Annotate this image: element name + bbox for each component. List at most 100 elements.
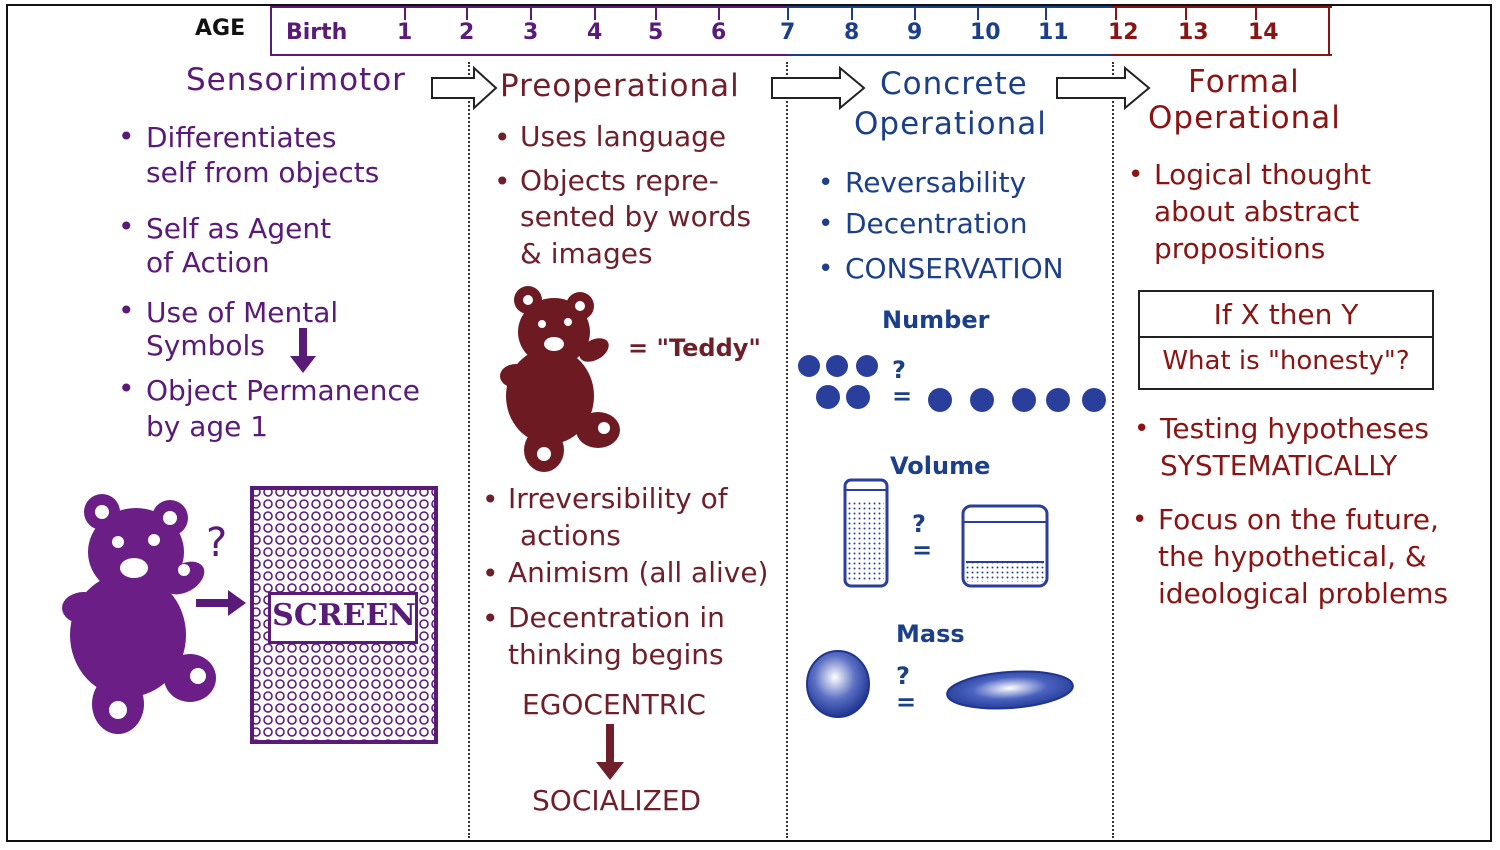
timeline-tick-label: 7 [780, 20, 796, 45]
number-dot [816, 385, 840, 409]
sensorimotor-bullet-4a: Object Permanence [146, 374, 420, 407]
sensorimotor-bullet-3b: Symbols [146, 329, 265, 362]
mass-equals: = [896, 688, 917, 716]
bullet-icon: • [118, 120, 135, 153]
number-dot [970, 388, 994, 412]
formal-bullet-2b: SYSTEMATICALLY [1160, 449, 1398, 482]
timeline-tick [655, 8, 657, 20]
bullet-icon: • [494, 121, 511, 154]
arrow-down-icon [596, 724, 624, 780]
wide-glass-icon [961, 504, 1049, 588]
divider-1 [468, 62, 470, 838]
formal-box-line2: What is "honesty"? [1162, 346, 1410, 376]
screen-label: SCREEN [272, 598, 416, 633]
timeline-tick [466, 8, 468, 20]
formal-title-line1: Formal [1188, 64, 1300, 100]
formal-examples-box [1138, 290, 1434, 390]
formal-bullet-2a: Testing hypotheses [1160, 412, 1429, 445]
timeline-tick-label: 5 [648, 20, 664, 45]
number-dot [1012, 388, 1036, 412]
timeline-tick [718, 8, 720, 20]
formal-box-divider [1140, 336, 1432, 338]
bullet-icon: • [482, 557, 499, 590]
number-dot [1082, 388, 1106, 412]
timeline-tick [914, 8, 916, 20]
flattened-clay-icon [946, 670, 1074, 710]
bullet-icon: • [818, 209, 834, 239]
preoperational-bullet-5b: thinking begins [508, 638, 724, 671]
timeline-tick-label: Birth [286, 20, 348, 45]
preoperational-bullet-3b: actions [520, 519, 621, 552]
timeline-tick-label: 14 [1248, 20, 1279, 45]
age-label: AGE [195, 16, 246, 41]
number-question: ? [892, 356, 906, 384]
timeline-tick-label: 2 [459, 20, 475, 45]
number-dot [826, 355, 848, 377]
sensorimotor-title: Sensorimotor [186, 62, 406, 98]
timeline-tick-label: 10 [970, 20, 1001, 45]
sensorimotor-bullet-3a: Use of Mental [146, 296, 339, 329]
timeline-tick-label: 9 [907, 20, 923, 45]
timeline-tick-label: 1 [397, 20, 413, 45]
arrow-down-icon [290, 328, 316, 373]
timeline-tick-label: 13 [1178, 20, 1209, 45]
preoperational-bullet-4: Animism (all alive) [508, 556, 769, 589]
timeline-tick [787, 8, 789, 20]
teddy-label: = "Teddy" [628, 334, 761, 362]
timeline-tick-label: 12 [1108, 20, 1139, 45]
bullet-icon: • [1132, 505, 1148, 535]
divider-2 [786, 62, 788, 838]
preoperational-title: Preoperational [500, 68, 740, 104]
divider-3 [1112, 62, 1114, 838]
socialized-label: SOCIALIZED [532, 784, 702, 817]
formal-title-line2: Operational [1148, 100, 1341, 136]
bullet-icon: • [482, 602, 499, 635]
timeline-tick [1185, 8, 1187, 20]
number-dot [846, 385, 870, 409]
timeline-tick-label: 3 [523, 20, 539, 45]
teddy-bear-icon [500, 286, 620, 472]
volume-question: ? [912, 510, 926, 538]
preoperational-bullet-5a: Decentration in [508, 601, 725, 634]
number-dot [1046, 388, 1070, 412]
egocentric-label: EGOCENTRIC [522, 688, 706, 721]
formal-bullet-3b: the hypothetical, & [1158, 540, 1427, 573]
sensorimotor-bullet-1b: self from objects [146, 156, 380, 189]
bullet-icon: • [818, 254, 834, 284]
bullet-icon: • [482, 483, 499, 516]
concrete-bullet-2: Decentration [845, 207, 1028, 240]
sensorimotor-bullet-4b: by age 1 [146, 410, 269, 443]
concrete-bullet-1: Reversability [845, 166, 1027, 199]
volume-equals: = [912, 536, 933, 564]
timeline-tick-label: 6 [711, 20, 727, 45]
sensorimotor-question: ? [206, 520, 228, 566]
arrow-right-icon [431, 66, 498, 110]
timeline-tick [1115, 8, 1117, 20]
timeline-tick [404, 8, 406, 20]
teddy-bear-icon [62, 494, 216, 734]
concrete-title-line1: Concrete [880, 66, 1028, 102]
sensorimotor-bullet-2b: of Action [146, 246, 270, 279]
bullet-icon: • [494, 165, 511, 198]
clay-ball-icon [806, 650, 870, 718]
formal-box-line1: If X then Y [1213, 298, 1359, 331]
screen-label-box [268, 592, 418, 644]
number-dot [928, 388, 952, 412]
number-label: Number [882, 306, 990, 334]
concrete-bullet-3: CONSERVATION [845, 252, 1064, 285]
preoperational-bullet-1: Uses language [520, 120, 727, 153]
preoperational-bullet-2c: & images [520, 237, 653, 270]
concrete-title-line2: Operational [854, 106, 1047, 142]
timeline-tick [851, 8, 853, 20]
arrow-right-icon [771, 66, 866, 110]
timeline-tick [1255, 8, 1257, 20]
timeline-tick [1045, 8, 1047, 20]
bullet-icon: • [118, 372, 135, 405]
formal-bullet-3c: ideological problems [1158, 577, 1449, 610]
timeline-tick-label: 4 [587, 20, 603, 45]
number-dot [856, 355, 878, 377]
arrow-right-icon [196, 590, 246, 616]
mass-label: Mass [896, 620, 965, 648]
bullet-icon: • [118, 210, 135, 243]
number-dot [798, 355, 820, 377]
